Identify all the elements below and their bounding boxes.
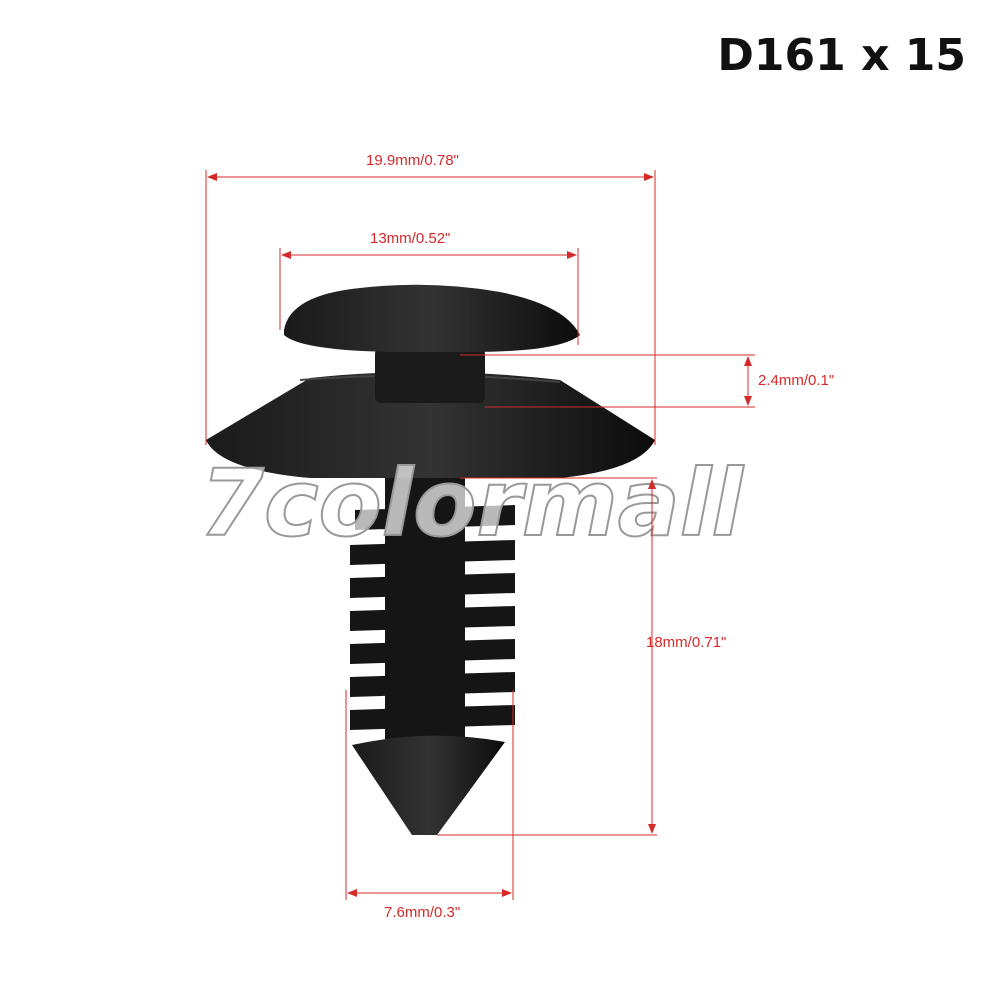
product-code-title: D161 x 15 [717,30,966,81]
flange [206,371,655,478]
stem-length-label: 18mm/0.71" [646,634,727,651]
stem [375,348,485,403]
dimension-lines [205,170,755,900]
shank [350,470,515,835]
overall-width-label: 19.9mm/0.78" [366,152,459,169]
cap [284,284,580,352]
watermark: 7colormall [200,450,744,557]
gap-height-label: 2.4mm/0.1" [758,372,835,389]
cap-width-label: 13mm/0.52" [370,230,451,247]
stem-width-label: 7.6mm/0.3" [384,904,461,921]
